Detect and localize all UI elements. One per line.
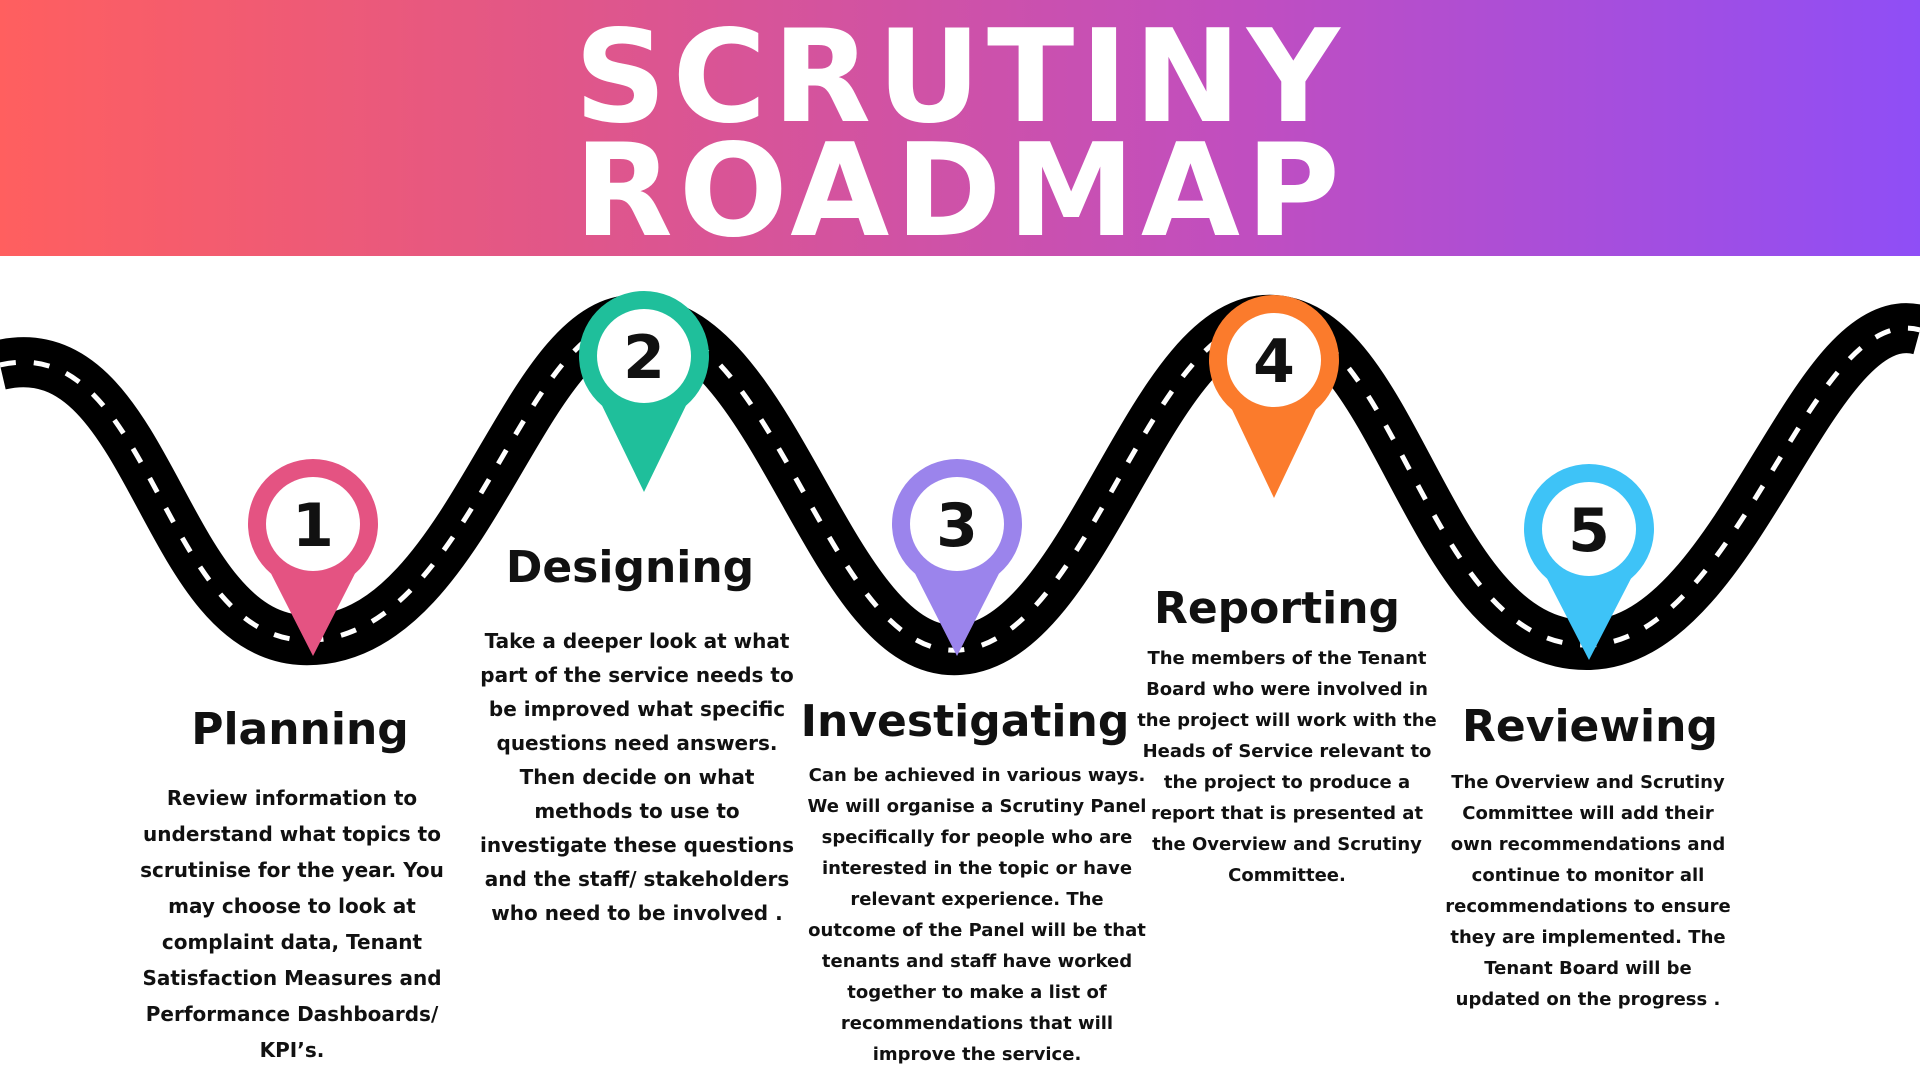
pin-inner-circle bbox=[1542, 482, 1636, 576]
location-pin-5-icon: 5 bbox=[1524, 463, 1654, 660]
title-line-1: SCRUTINY bbox=[574, 3, 1346, 152]
title-line-2: ROADMAP bbox=[574, 117, 1346, 266]
stage-title-reporting: Reporting bbox=[1153, 583, 1401, 634]
header-banner bbox=[0, 0, 1920, 256]
stage-title-designing: Designing bbox=[505, 542, 755, 593]
stage-title-planning: Planning bbox=[191, 704, 409, 755]
pin-inner-circle bbox=[266, 477, 360, 571]
pin-inner-circle bbox=[1227, 313, 1321, 407]
stage-description-planning: Review information to understand what to… bbox=[140, 786, 444, 1062]
pin-number: 1 bbox=[292, 491, 334, 561]
pin-inner-circle bbox=[597, 309, 691, 403]
location-pin-3-icon: 3 bbox=[892, 458, 1022, 656]
pin-inner-circle bbox=[910, 477, 1004, 571]
pin-number: 4 bbox=[1253, 327, 1295, 397]
location-pin-2-icon: 2 bbox=[579, 291, 709, 492]
stage-title-reviewing: Reviewing bbox=[1462, 701, 1718, 752]
location-pin-1-icon: 1 bbox=[248, 459, 379, 656]
stage-title-investigating: Investigating bbox=[800, 696, 1130, 747]
pin-number: 2 bbox=[623, 323, 665, 393]
location-pin-4-icon: 4 bbox=[1209, 294, 1339, 498]
stage-description-reviewing: The Overview and Scrutiny Committee will… bbox=[1445, 772, 1731, 1010]
pin-number: 3 bbox=[936, 491, 978, 561]
stage-description-investigating: Can be achieved in various ways. We will… bbox=[807, 765, 1147, 1065]
stage-description-designing: Take a deeper look at what part of the s… bbox=[479, 629, 795, 925]
pin-number: 5 bbox=[1568, 496, 1610, 566]
stage-description-reporting: The members of the Tenant Board who were… bbox=[1137, 648, 1437, 886]
